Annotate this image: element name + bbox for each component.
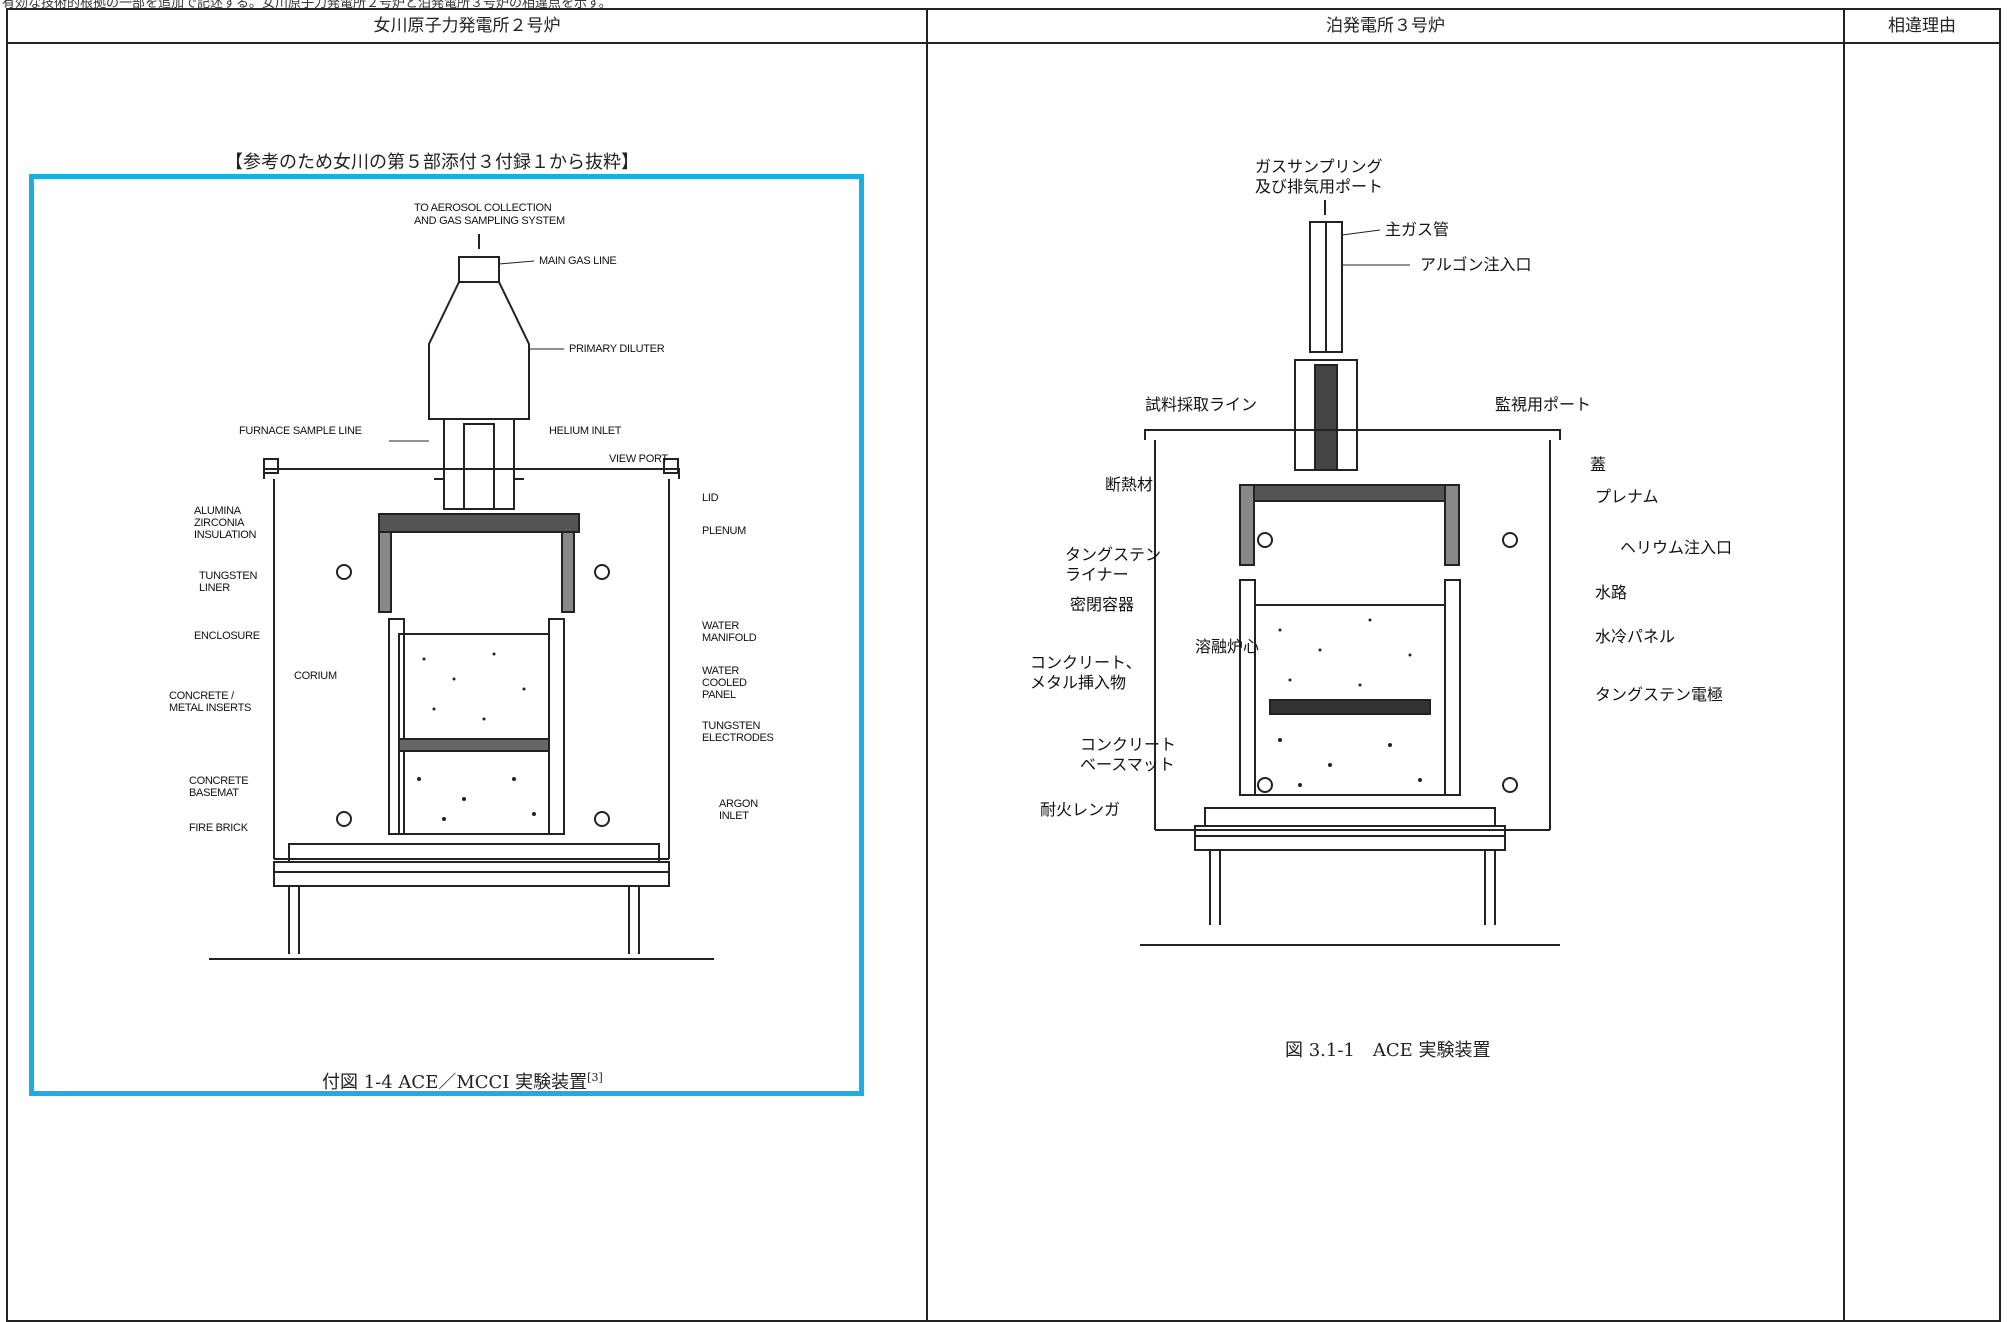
label-lid-jp: 蓋	[1590, 455, 1606, 474]
label-insulation: INSULATION	[194, 529, 257, 541]
label-inlet: INLET	[719, 810, 749, 822]
label-sealed-vessel: 密閉容器	[1070, 595, 1134, 614]
left-figure-caption: 付図 1-4 ACE／MCCI 実験装置[3]	[322, 1068, 603, 1094]
header-strip-text: 有効な技術的根拠の一部を追加で記述する。女川原子力発電所２号炉と泊発電所３号炉の…	[2, 0, 612, 8]
label-gas-sampling-jp: ガスサンプリング	[1255, 157, 1383, 176]
label-cooled: COOLED	[702, 677, 747, 689]
label-basemat-jp: ベースマット	[1080, 755, 1175, 774]
label-concrete-base: コンクリート	[1080, 735, 1176, 754]
label-helium-inlet: HELIUM INLET	[549, 425, 622, 437]
label-panel: PANEL	[702, 689, 736, 701]
label-exhaust-port-jp: 及び排気用ポート	[1255, 177, 1383, 196]
page-header-strip: 有効な技術的根拠の一部を追加で記述する。女川原子力発電所２号炉と泊発電所３号炉の…	[0, 0, 2008, 8]
label-liner-jp: ライナー	[1065, 565, 1129, 584]
label-concrete-jp: コンクリート、	[1030, 653, 1142, 672]
label-fire-brick-jp: 耐火レンガ	[1040, 800, 1120, 819]
label-aerosol: TO AEROSOL COLLECTION	[414, 202, 552, 214]
ace-mcci-diagram: TO AEROSOL COLLECTION AND GAS SAMPLING S…	[169, 202, 774, 960]
label-insulation-jp: 断熱材	[1105, 475, 1153, 494]
column-header-right: 相違理由	[1888, 16, 1956, 36]
label-argon: ARGON	[719, 798, 758, 810]
column-divider	[1843, 10, 1845, 1320]
label-metal-insert-jp: メタル挿入物	[1030, 673, 1126, 692]
label-water-path: 水路	[1595, 583, 1627, 602]
label-gas-sampling: AND GAS SAMPLING SYSTEM	[414, 215, 565, 227]
label-helium-inlet-jp: ヘリウム注入口	[1620, 538, 1732, 557]
column-divider	[926, 10, 928, 1320]
left-caption-text: 付図 1-4 ACE／MCCI 実験装置	[322, 1072, 588, 1093]
label-plenum-jp: プレナム	[1595, 487, 1659, 506]
label-concrete: CONCRETE /	[169, 690, 235, 702]
column-header-left: 女川原子力発電所２号炉	[373, 16, 561, 36]
label-cooled-panel: 水冷パネル	[1595, 627, 1675, 646]
label-electrodes: ELECTRODES	[702, 732, 774, 744]
label-main-gas-pipe: 主ガス管	[1385, 220, 1449, 239]
header-divider	[8, 42, 1999, 44]
ace-experiment-diagram: ガスサンプリング 及び排気用ポート 主ガス管 アルゴン注入口 試料採取ライン 監…	[1030, 157, 1732, 946]
label-enclosure: ENCLOSURE	[194, 630, 260, 642]
left-caption-ref: [3]	[587, 1071, 603, 1084]
label-view-port: VIEW PORT	[609, 453, 668, 465]
label-concrete-2: CONCRETE	[189, 775, 248, 787]
label-water-2: WATER	[702, 665, 739, 677]
label-tungsten-electrode: タングステン電極	[1595, 685, 1723, 704]
label-corium: CORIUM	[294, 670, 337, 682]
label-water: WATER	[702, 620, 739, 632]
label-tungsten-jp: タングステン	[1065, 545, 1161, 564]
label-primary-diluter: PRIMARY DILUTER	[569, 343, 665, 355]
label-metal-inserts: METAL INSERTS	[169, 702, 251, 714]
label-basemat: BASEMAT	[189, 787, 239, 799]
label-plenum: PLENUM	[702, 525, 746, 537]
label-liner: LINER	[199, 582, 230, 594]
label-tungsten: TUNGSTEN	[199, 570, 257, 582]
label-main-gas-line: MAIN GAS LINE	[539, 255, 616, 267]
comparison-table: 女川原子力発電所２号炉 泊発電所３号炉 相違理由	[6, 8, 2001, 1322]
label-tungsten-2: TUNGSTEN	[702, 720, 760, 732]
label-alumina: ALUMINA	[194, 505, 242, 517]
label-monitor-port: 監視用ポート	[1495, 395, 1591, 414]
label-lid: LID	[702, 492, 719, 504]
label-molten-core: 溶融炉心	[1195, 637, 1259, 656]
highlight-box: TO AEROSOL COLLECTION AND GAS SAMPLING S…	[29, 174, 864, 1096]
label-zirconia: ZIRCONIA	[194, 517, 245, 529]
excerpt-note: 【参考のため女川の第５部添付３付録１から抜粋】	[225, 152, 639, 173]
label-furnace-sample-line: FURNACE SAMPLE LINE	[239, 425, 362, 437]
column-header-middle: 泊発電所３号炉	[1326, 16, 1445, 36]
label-fire-brick: FIRE BRICK	[189, 822, 249, 834]
label-argon-inlet: アルゴン注入口	[1420, 255, 1532, 274]
right-figure-caption: 図 3.1-1 ACE 実験装置	[1285, 1040, 1491, 1061]
label-manifold: MANIFOLD	[702, 632, 757, 644]
label-sample-line: 試料採取ライン	[1145, 395, 1257, 414]
